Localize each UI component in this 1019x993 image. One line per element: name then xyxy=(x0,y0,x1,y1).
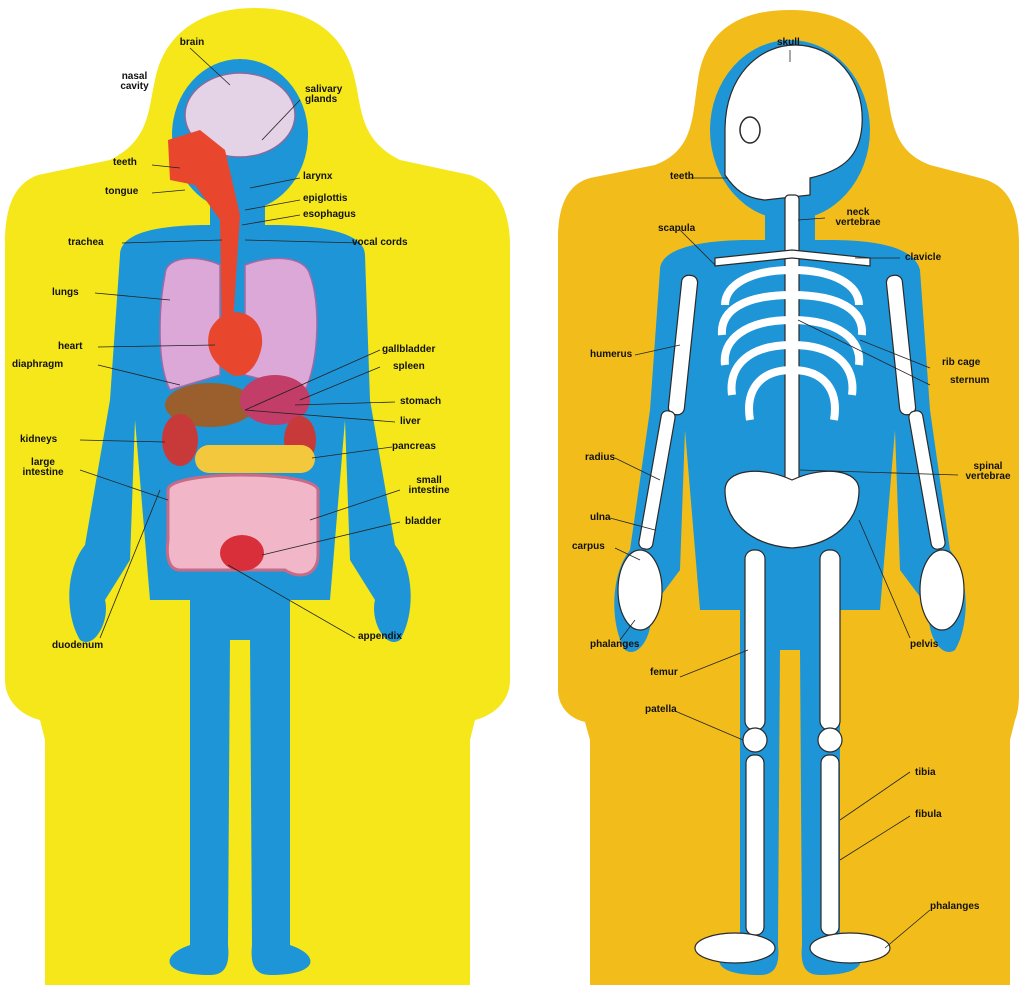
label-bladder: bladder xyxy=(405,517,441,527)
skeleton-diagram: skull teeth scapula neck vertebrae clavi… xyxy=(510,0,1019,993)
label-sternum: sternum xyxy=(950,376,989,386)
left-foot xyxy=(695,933,775,963)
label-carpus: carpus xyxy=(572,542,605,552)
right-femur xyxy=(820,550,840,730)
label-kidneys: kidneys xyxy=(20,435,57,445)
pancreas-shape xyxy=(195,445,315,473)
label-vocal-cords: vocal cords xyxy=(352,238,408,248)
label-clavicle: clavicle xyxy=(905,253,941,263)
right-tibia xyxy=(821,755,839,935)
left-tibia xyxy=(746,755,764,935)
left-patella xyxy=(743,728,767,752)
label-spleen: spleen xyxy=(393,362,425,372)
label-pancreas: pancreas xyxy=(392,442,436,452)
right-hand xyxy=(920,550,964,630)
organs-illustration xyxy=(0,0,510,993)
label-spinal-vertebrae: spinal vertebrae xyxy=(960,462,1016,482)
left-hand xyxy=(618,550,662,630)
label-esophagus: esophagus xyxy=(303,210,356,220)
label-teeth-organs: teeth xyxy=(113,158,137,168)
label-teeth-skeleton: teeth xyxy=(670,172,694,182)
label-gallbladder: gallbladder xyxy=(382,345,435,355)
label-femur: femur xyxy=(650,668,678,678)
label-larynx: larynx xyxy=(303,172,332,182)
label-lungs: lungs xyxy=(52,288,79,298)
label-salivary-glands: salivary glands xyxy=(305,85,342,105)
label-rib-cage: rib cage xyxy=(942,358,980,368)
organs-diagram: brain nasal cavity salivary glands teeth… xyxy=(0,0,510,993)
label-patella: patella xyxy=(645,705,677,715)
label-humerus: humerus xyxy=(590,350,632,360)
label-trachea: trachea xyxy=(68,238,104,248)
label-radius: radius xyxy=(585,453,615,463)
label-tibia: tibia xyxy=(915,768,936,778)
label-pelvis: pelvis xyxy=(910,640,938,650)
label-phalanges-foot: phalanges xyxy=(930,902,979,912)
label-skull: skull xyxy=(777,38,800,48)
label-phalanges-hand: phalanges xyxy=(590,640,639,650)
label-large-intestine: large intestine xyxy=(8,458,78,478)
label-brain: brain xyxy=(172,38,212,48)
label-appendix: appendix xyxy=(358,632,402,642)
label-duodenum: duodenum xyxy=(52,641,103,651)
left-femur xyxy=(745,550,765,730)
label-neck-vertebrae: neck vertebrae xyxy=(828,208,888,228)
kidney-shape xyxy=(162,414,198,466)
label-heart: heart xyxy=(58,342,82,352)
label-tongue: tongue xyxy=(105,187,138,197)
label-stomach: stomach xyxy=(400,397,441,407)
bladder-shape xyxy=(220,535,264,571)
label-ulna: ulna xyxy=(590,513,611,523)
label-nasal-cavity: nasal cavity xyxy=(112,72,157,92)
right-patella xyxy=(818,728,842,752)
right-foot xyxy=(810,933,890,963)
eye-socket xyxy=(740,117,760,143)
label-epiglottis: epiglottis xyxy=(303,194,347,204)
skeleton-illustration xyxy=(510,0,1019,993)
label-diaphragm: diaphragm xyxy=(12,360,63,370)
label-fibula: fibula xyxy=(915,810,942,820)
label-scapula: scapula xyxy=(658,224,695,234)
label-liver: liver xyxy=(400,417,421,427)
label-small-intestine: small intestine xyxy=(398,476,460,496)
